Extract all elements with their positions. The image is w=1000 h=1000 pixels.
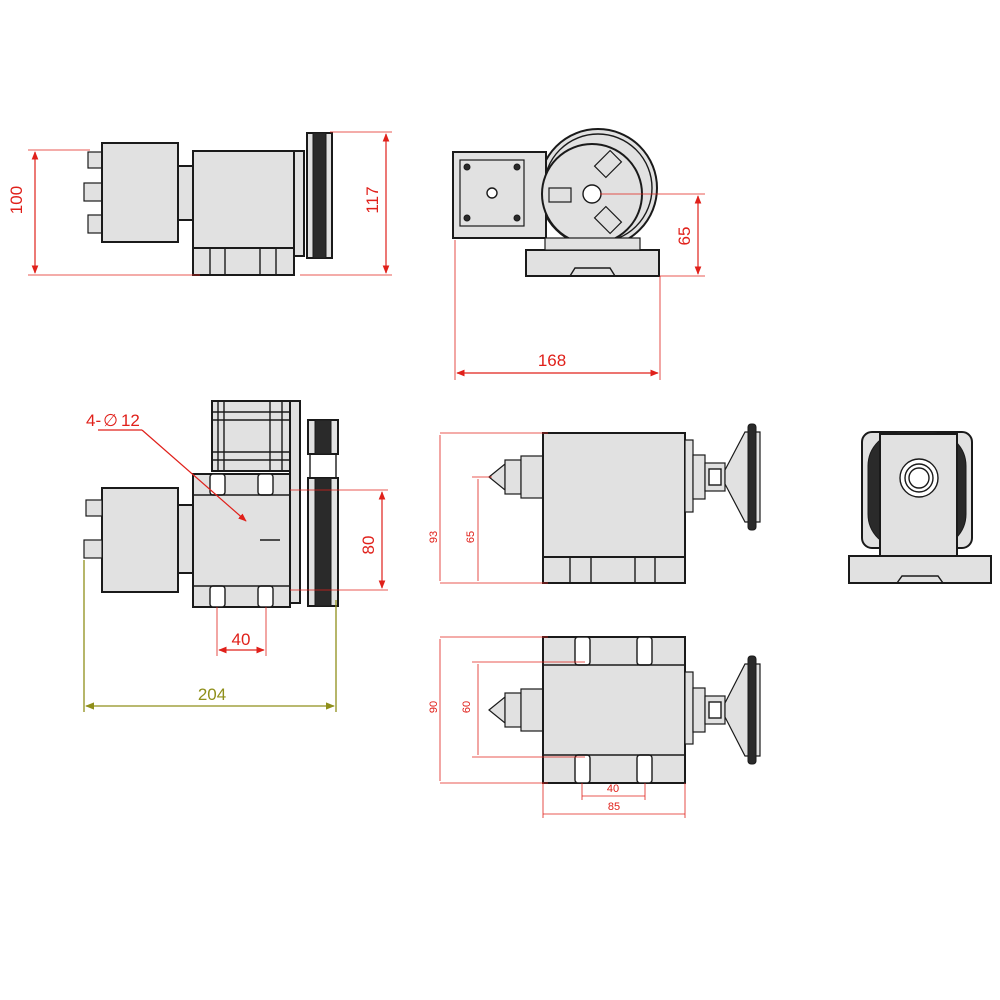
chuck-jaw <box>548 187 572 203</box>
quill <box>520 688 544 732</box>
end-plate <box>684 671 694 745</box>
view-rotary-side: 100 117 <box>7 131 392 276</box>
hole-callout: 4-∅12 <box>86 411 140 430</box>
motor-shaft <box>486 187 498 199</box>
quill <box>520 455 544 499</box>
spindle-neck <box>177 165 194 221</box>
live-center-shank <box>504 692 522 728</box>
dim-93: 93 <box>428 531 440 543</box>
spindle-neck <box>177 504 194 574</box>
view-tailstock-side: 93 65 <box>428 423 761 584</box>
dim-80: 80 <box>359 536 378 555</box>
housing <box>192 150 295 249</box>
chuck-jaw <box>593 205 623 235</box>
tailstock-base <box>542 556 686 584</box>
dim-40-tail: 40 <box>607 783 619 795</box>
dim-65-tail: 65 <box>465 531 477 543</box>
mount-plate <box>289 400 301 604</box>
view-rotary-top: 4-∅12 80 40 204 <box>83 400 388 712</box>
dim-204: 204 <box>198 685 226 704</box>
chuck-body <box>101 142 179 243</box>
live-center-tip <box>488 695 506 725</box>
dim-117: 117 <box>363 186 382 213</box>
dim-85: 85 <box>608 801 620 813</box>
dim-100: 100 <box>7 186 26 214</box>
dim-60: 60 <box>461 701 473 713</box>
screw-housing <box>692 687 706 733</box>
end-plate <box>684 439 694 513</box>
chuck-body <box>101 487 179 593</box>
housing-base <box>192 247 295 276</box>
dim-168: 168 <box>538 351 566 370</box>
view-tailstock-top: 90 60 40 85 <box>428 636 761 818</box>
chuck-jaw <box>83 539 103 559</box>
chuck-bore <box>582 184 602 204</box>
tailstock-top-body <box>542 636 686 784</box>
tailstock-end-base <box>848 555 992 584</box>
rotary-base <box>525 249 660 277</box>
dim-65: 65 <box>675 227 694 246</box>
pulley-belt <box>312 132 327 259</box>
quill-bore <box>899 458 939 498</box>
screw-housing <box>692 454 706 500</box>
rotary-foot <box>544 237 641 251</box>
dim-90: 90 <box>428 701 440 713</box>
tailstock-body <box>542 432 686 558</box>
view-rotary-front: 65 168 <box>452 128 705 380</box>
dim-40: 40 <box>232 630 251 649</box>
chuck-jaw <box>593 149 623 179</box>
view-tailstock-end <box>848 431 992 584</box>
live-center-shank <box>504 459 522 495</box>
motor-plate <box>293 150 305 257</box>
chuck-jaw <box>85 499 103 517</box>
